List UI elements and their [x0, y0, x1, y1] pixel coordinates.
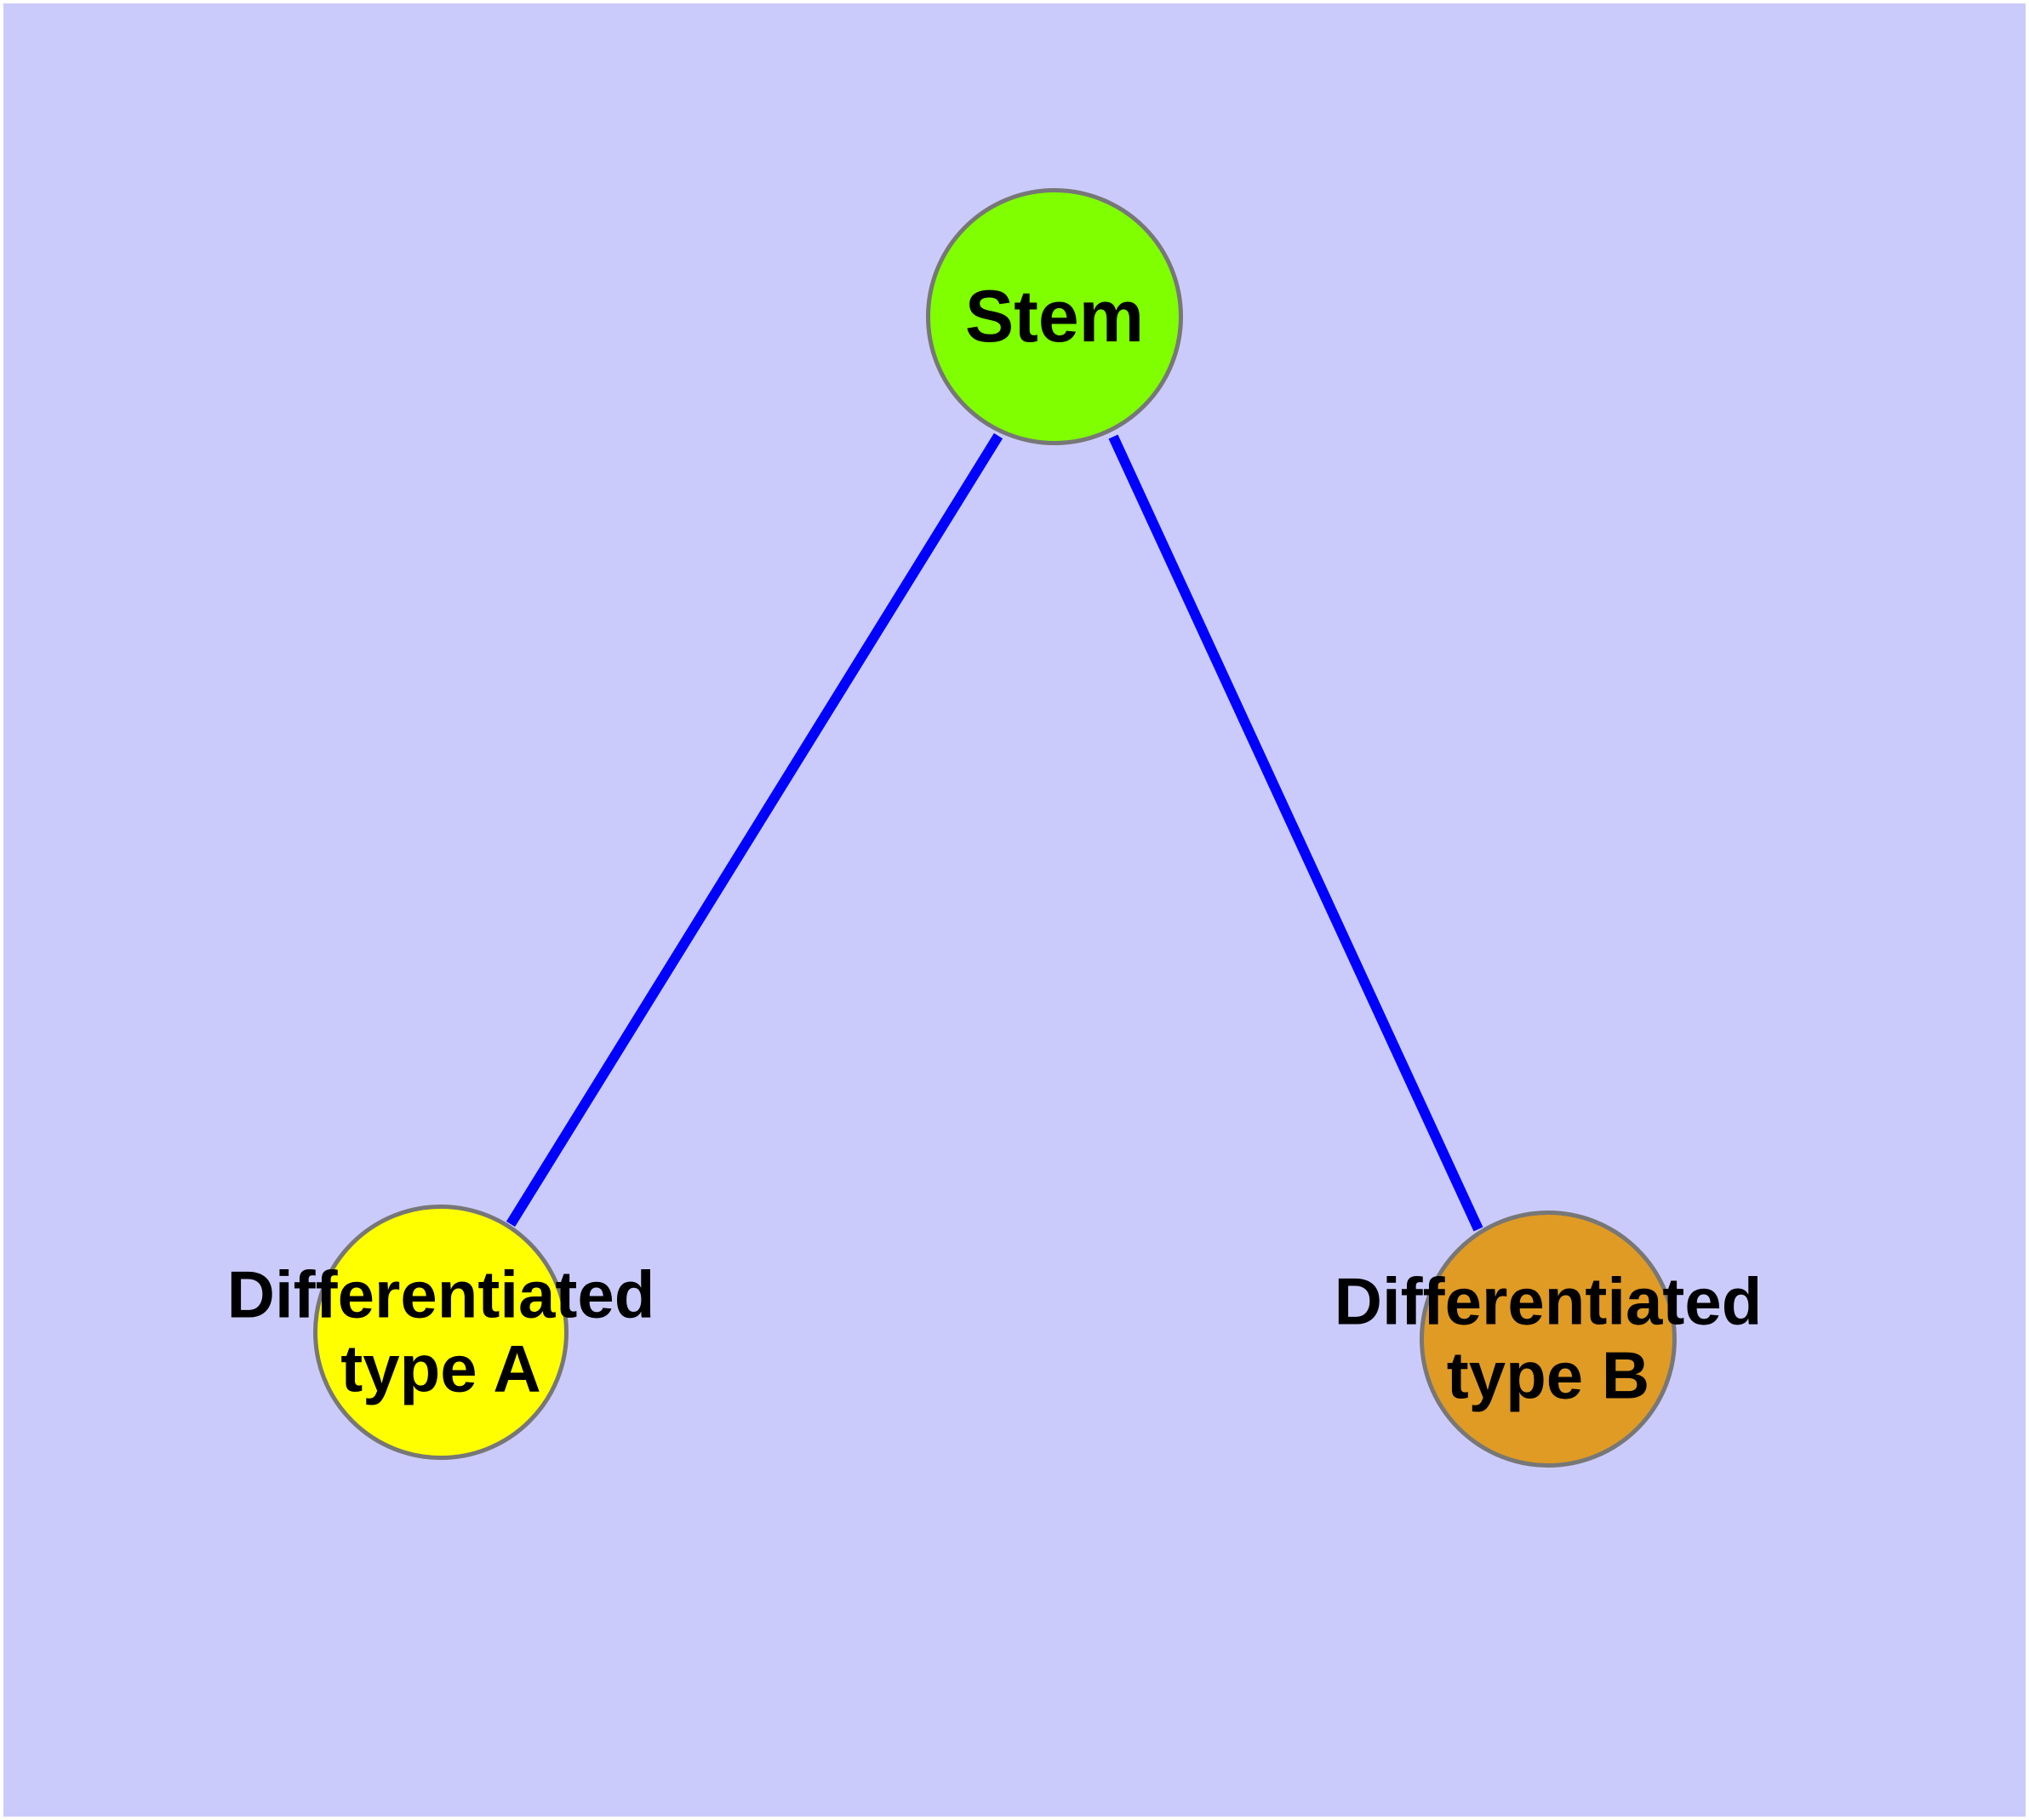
- edge-stem-to-differentiated-type-b: [1108, 434, 1483, 1232]
- node-differentiated-type-b[interactable]: [1420, 1210, 1677, 1468]
- node-stem[interactable]: [926, 188, 1183, 445]
- edge-stem-to-differentiated-type-a: [506, 432, 1003, 1228]
- node-differentiated-type-a[interactable]: [313, 1205, 569, 1460]
